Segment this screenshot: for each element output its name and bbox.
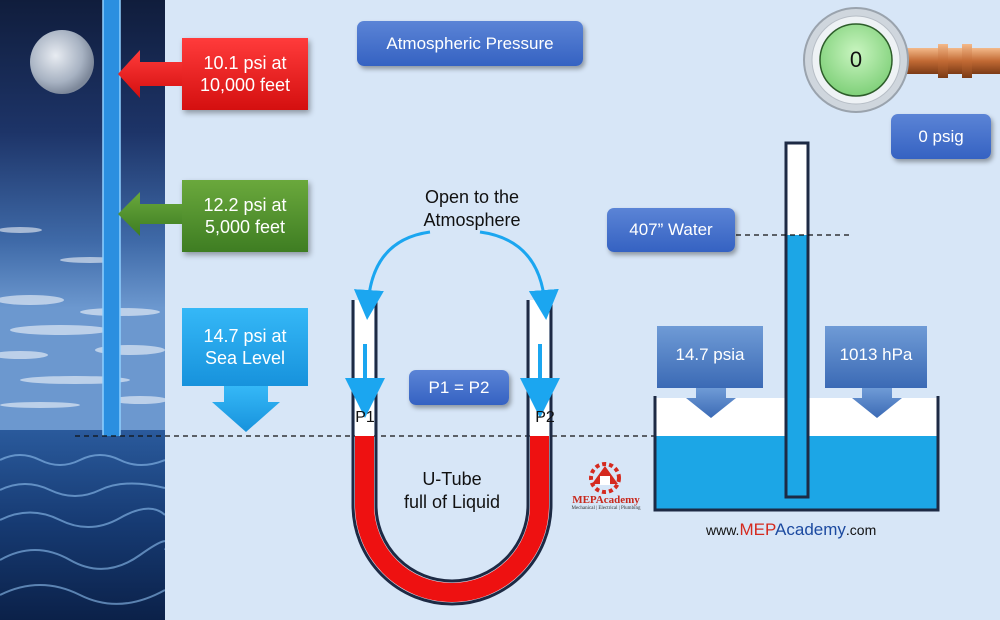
p2-label: P2 — [535, 409, 555, 426]
tank-pressure-arrow-left — [657, 326, 763, 418]
moon-icon — [30, 30, 94, 94]
ocean-background — [0, 430, 165, 620]
logo-tagline: Mechanical | Electrical | Plumbing — [571, 506, 641, 511]
website-link[interactable]: www.MEPAcademy.com — [706, 520, 876, 540]
tank-left-pressure: 14.7 psia — [675, 345, 745, 365]
altitude-label-5000-feet: 12.2 psi at 5,000 feet — [203, 194, 287, 238]
tank-pressure-arrow-right — [825, 326, 927, 418]
utube-bottom-caption: U-Tube full of Liquid — [403, 469, 501, 513]
gauge-stem — [904, 48, 1000, 74]
mep-academy-logo: MEPAcademy Mechanical | Electrical | Plu… — [566, 494, 646, 511]
logo-name: MEPAcademy — [572, 494, 640, 506]
page-title: Atmospheric Pressure — [357, 21, 583, 66]
column-water — [786, 235, 808, 497]
tank-right-pressure: 1013 hPa — [839, 345, 913, 365]
gauge-reading: 0 — [849, 47, 863, 73]
gauge-face — [819, 23, 893, 97]
u-tube-outer-wall — [351, 300, 553, 606]
pressure-gauge — [803, 7, 1000, 113]
equation-badge: P1 = P2 — [409, 370, 509, 405]
altitude-label-sea-level: 14.7 psi at Sea Level — [203, 325, 287, 369]
callout-10000-feet — [118, 38, 308, 110]
callout-5000-feet — [118, 180, 308, 252]
utube-top-caption: Open to the Atmosphere — [423, 187, 521, 230]
column-air — [786, 143, 808, 235]
atmosphere-arrow-left — [353, 230, 431, 320]
website-prefix: www. — [706, 522, 740, 538]
callout-sea-level — [182, 308, 308, 432]
gauge-unit-label: 0 psig — [891, 114, 991, 159]
u-tube-inner-wall — [374, 300, 530, 583]
barometer-column — [610, 141, 850, 499]
website-brand-colored: MEP — [739, 520, 776, 539]
ocean-waves — [0, 454, 165, 605]
p1-label: P1 — [355, 409, 375, 426]
website-suffix: .com — [845, 522, 877, 538]
mep-academy-logo-icon — [589, 462, 621, 494]
column-wall — [784, 141, 810, 499]
altitude-label-10000-feet: 10.1 psi at 10,000 feet — [199, 52, 291, 96]
altitude-column — [103, 0, 120, 436]
column-height-label: 407” Water — [607, 208, 735, 252]
atmosphere-arrow-right — [479, 230, 559, 320]
u-tube — [345, 230, 560, 606]
website-brand-rest: Academy — [775, 520, 846, 539]
tank-wall — [653, 396, 940, 512]
